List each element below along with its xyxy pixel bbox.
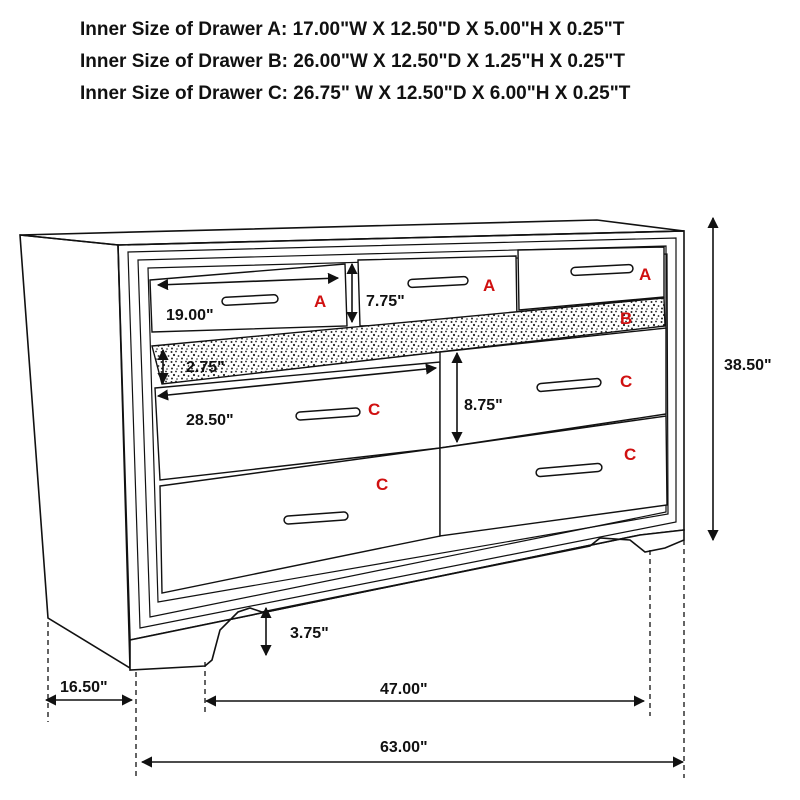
handle-icon <box>535 462 603 478</box>
tag-a-right: A <box>639 265 651 284</box>
extension-lines <box>47 540 685 778</box>
tag-c-upper-left: C <box>368 400 380 419</box>
handle-icon <box>283 511 349 525</box>
drawer-tags: A A A B C C C C <box>314 265 651 494</box>
handle-icon <box>221 293 279 307</box>
drawer-a-size: Inner Size of Drawer A: 17.00"W X 12.50"… <box>80 19 625 40</box>
overall-height-label: 38.50" <box>724 357 772 374</box>
overall-dimension-arrows <box>44 216 719 768</box>
width-c-arrow <box>156 363 438 401</box>
handle-icon <box>407 275 469 289</box>
side-panel <box>19 234 131 670</box>
tag-a-middle: A <box>483 276 495 295</box>
drawer-c-upper-right <box>439 327 667 449</box>
overall-width-label: 63.00" <box>380 739 428 756</box>
drawer-handles <box>221 263 634 525</box>
width-a-arrow <box>156 272 340 291</box>
drawer-c-size: Inner Size of Drawer C: 26.75" W X 12.50… <box>80 83 631 104</box>
handle-icon <box>295 407 361 421</box>
base-height-label: 3.75" <box>290 625 329 642</box>
dresser-top <box>19 219 685 246</box>
height-a-label: 7.75" <box>366 293 405 310</box>
tag-c-upper-right: C <box>620 372 632 391</box>
handle-icon <box>536 377 602 393</box>
dimension-labels: 19.00" 7.75" 2.75" 28.50" 8.75" 38.50" 3… <box>60 293 772 756</box>
drawer-b-size: Inner Size of Drawer B: 26.00"W X 12.50"… <box>80 51 626 72</box>
width-a-label: 19.00" <box>166 307 214 324</box>
drawer-size-header: Inner Size of Drawer A: 17.00"W X 12.50"… <box>80 14 780 110</box>
height-b-label: 2.75" <box>186 359 225 376</box>
height-c-label: 8.75" <box>464 397 503 414</box>
tag-a-left: A <box>314 292 326 311</box>
inner-width-label: 47.00" <box>380 681 428 698</box>
drawer-a-right <box>517 246 665 311</box>
inner-dimension-arrows <box>156 262 463 657</box>
tag-b: B <box>620 309 632 328</box>
handle-icon <box>570 263 634 277</box>
tag-c-lower-right: C <box>624 445 636 464</box>
tag-c-lower-left: C <box>376 475 388 494</box>
width-c-label: 28.50" <box>186 412 234 429</box>
dresser-body <box>19 219 685 671</box>
depth-label: 16.50" <box>60 679 108 696</box>
base-plinth <box>129 529 685 671</box>
